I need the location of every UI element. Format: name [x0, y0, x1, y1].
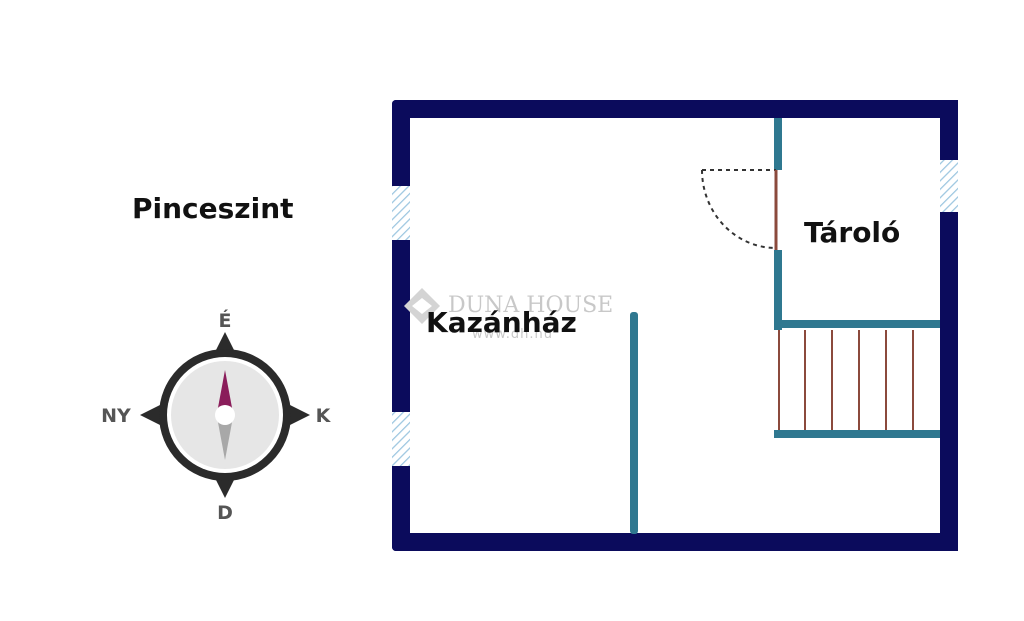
- compass-south-label: D: [217, 502, 233, 524]
- window-right: [940, 160, 958, 212]
- compass-west-label: NY: [101, 405, 131, 427]
- door-swing: [701, 169, 778, 250]
- windows: [392, 160, 958, 466]
- compass-east-label: K: [316, 405, 332, 427]
- watermark-url: www.dh.hu: [472, 327, 553, 342]
- room-label-boiler: Kazánház: [426, 306, 577, 339]
- compass-north-label: É: [219, 309, 232, 332]
- room-label-storage: Tároló: [804, 216, 900, 249]
- window-left-lower: [392, 412, 410, 466]
- floor-label: Pinceszint: [132, 192, 294, 225]
- watermark: DUNA HOUSE www.dh.hu: [404, 288, 613, 342]
- diamond-logo-icon: [404, 288, 440, 324]
- compass-icon: [140, 332, 310, 498]
- stairs: [778, 330, 914, 430]
- watermark-brand: DUNA HOUSE: [448, 293, 613, 318]
- inner-walls: [630, 118, 940, 534]
- window-left-upper: [392, 186, 410, 240]
